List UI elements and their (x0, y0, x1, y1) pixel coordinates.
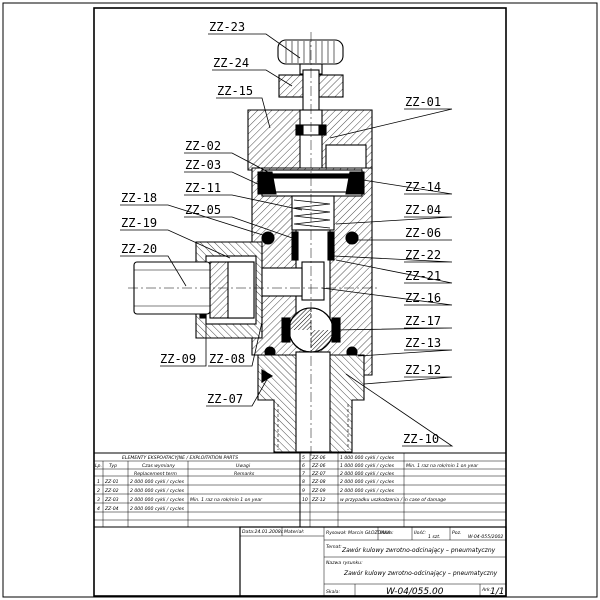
callout-labels: ZZ-23 ZZ-24 ZZ-15 ZZ-01 ZZ-02 ZZ-03 ZZ-1… (121, 20, 441, 446)
title-block-text: Data:24.01.2008r. Materiał: Rysował: Mar… (242, 529, 504, 597)
table-row-typ: ZZ-04 (104, 506, 119, 512)
parts-table-title: ELEMENTY EKSPOATACYJNE / EXPLOITATION PA… (122, 455, 238, 461)
valve-body-part (251, 167, 373, 376)
title-block (93, 526, 507, 597)
header-lp: Lp. (95, 463, 102, 469)
callout-zz-13: ZZ-13 (405, 336, 441, 350)
table-row-typ: ZZ-09 (311, 488, 326, 494)
callout-zz-05: ZZ-05 (185, 203, 221, 217)
knob-part (277, 39, 344, 75)
table-row-czas: 2 000 000 cykli / cycles (340, 471, 395, 477)
table-row-typ: ZZ-02 (104, 488, 119, 494)
top-cover-part (247, 109, 373, 171)
tb-date: Data:24.01.2008r. (242, 529, 284, 535)
table-row-typ: ZZ-06 (311, 455, 326, 461)
callout-zz-09: ZZ-09 (160, 352, 196, 366)
tb-material: Materiał: (284, 529, 305, 535)
callout-zz-07: ZZ-07 (207, 392, 243, 406)
table-row-czas: 1 000 000 cykli / cycles (340, 455, 395, 461)
tb-name: Zawór kulowy zwrotno-odcinający – pneuma… (343, 570, 498, 577)
table-row-lp: 2 (97, 488, 100, 494)
table-row-typ: ZZ-12 (311, 497, 326, 503)
tb-topic-label: Temat: (326, 544, 342, 550)
table-row-uwagi: Min. 1 raz na rok/min 1 on year (190, 497, 263, 503)
table-row-typ: ZZ-07 (311, 471, 326, 477)
table-row-czas: 2 000 000 cykli / cycles (130, 479, 185, 485)
callout-zz-15: ZZ-15 (217, 84, 253, 98)
callout-zz-23: ZZ-23 (209, 20, 245, 34)
tb-doc-no: W-04-055/2002 (468, 534, 503, 540)
table-row-lp: 9 (302, 488, 305, 494)
table-row-typ: ZZ-06 (311, 463, 326, 469)
table-row-czas: 2 000 000 cykli / cycles (340, 479, 395, 485)
table-row-lp: 5 (302, 455, 305, 461)
valve-section-view (128, 32, 378, 460)
table-row-czas: 2 000 000 cykli / cycles (340, 488, 395, 494)
exploitation-parts-table (93, 452, 507, 528)
header-typ: Typ (109, 463, 117, 469)
tb-drawing-no: W-04/055.00 (386, 587, 444, 597)
callout-zz-11: ZZ-11 (185, 181, 221, 195)
callout-zz-14: ZZ-14 (405, 180, 441, 194)
callout-zz-22: ZZ-22 (405, 248, 441, 262)
tb-count: 1 szt. (428, 534, 440, 540)
tb-pos-label: Poz. (452, 530, 461, 536)
callout-zz-21: ZZ-21 (405, 269, 441, 283)
table-row-typ: ZZ-01 (104, 479, 119, 485)
table-row-lp: 7 (302, 471, 305, 477)
table-row-typ: ZZ-03 (104, 497, 119, 503)
table-row-czas: 2 000 000 cykli / cycles (130, 488, 185, 494)
table-row-lp: 10 (302, 497, 308, 503)
table-row-lp: 6 (302, 463, 305, 469)
callout-zz-19: ZZ-19 (121, 216, 157, 230)
header-czas: Czas wymiany (142, 463, 175, 469)
table-row-lp: 3 (97, 497, 100, 503)
callout-zz-12: ZZ-12 (405, 363, 441, 377)
callout-leaders (120, 33, 454, 447)
callout-zz-16: ZZ-16 (405, 291, 441, 305)
callout-zz-24: ZZ-24 (213, 56, 249, 70)
tb-topic: Zawór kulowy zwrotno-odcinający – pneuma… (341, 547, 496, 554)
parts-table-text: ELEMENTY EKSPOATACYJNE / EXPLOITATION PA… (95, 455, 479, 512)
table-row-lp: 1 (97, 479, 100, 485)
callout-zz-02: ZZ-02 (185, 139, 221, 153)
header-czas-en: Replacement term (134, 471, 177, 477)
table-row-uwagi: Min. 1 raz na rok/min 1 on year (406, 463, 479, 469)
table-row-lp: 4 (97, 506, 100, 512)
tb-sheet-label: Ark. (481, 587, 491, 593)
callout-zz-10: ZZ-10 (403, 432, 439, 446)
callout-zz-20: ZZ-20 (121, 242, 157, 256)
tb-designer: Rysował: Marcin GŁOZDAKA (326, 530, 390, 536)
table-row-czas: 2 000 000 cykli / cycles (130, 506, 185, 512)
side-fitting-part (195, 241, 263, 339)
table-row-lp: 8 (302, 479, 305, 485)
tb-mass-label: Masa: (380, 530, 394, 536)
callout-zz-06: ZZ-06 (405, 226, 441, 240)
parts-table-left-rows: 1 ZZ-01 2 000 000 cykli / cycles 2 ZZ-02 2 00… (97, 479, 263, 512)
callout-zz-04: ZZ-04 (405, 203, 441, 217)
callout-zz-18: ZZ-18 (121, 191, 157, 205)
table-row-czas: 1 000 000 cykli / cycles (340, 463, 395, 469)
table-row-typ: ZZ-08 (311, 479, 326, 485)
table-row-czas: 2 000 000 cykli / cycles (130, 497, 185, 503)
header-uwagi: Uwagi (236, 463, 251, 469)
tb-sheet: 1/1 (490, 587, 504, 597)
table-row-czas: w przypadku uszkodzenia / in case of dam… (340, 497, 446, 503)
outlet-body-part (257, 351, 365, 453)
callout-zz-01: ZZ-01 (405, 95, 441, 109)
header-uwagi-en: Remarks (234, 471, 255, 477)
callout-zz-03: ZZ-03 (185, 158, 221, 172)
tb-name-label: Nazwa rysunku: (326, 560, 363, 566)
callout-zz-08: ZZ-08 (209, 352, 245, 366)
callout-zz-17: ZZ-17 (405, 314, 441, 328)
tb-count-label: Ilość: (414, 529, 426, 536)
tb-scale-label: Skala: (326, 589, 340, 595)
